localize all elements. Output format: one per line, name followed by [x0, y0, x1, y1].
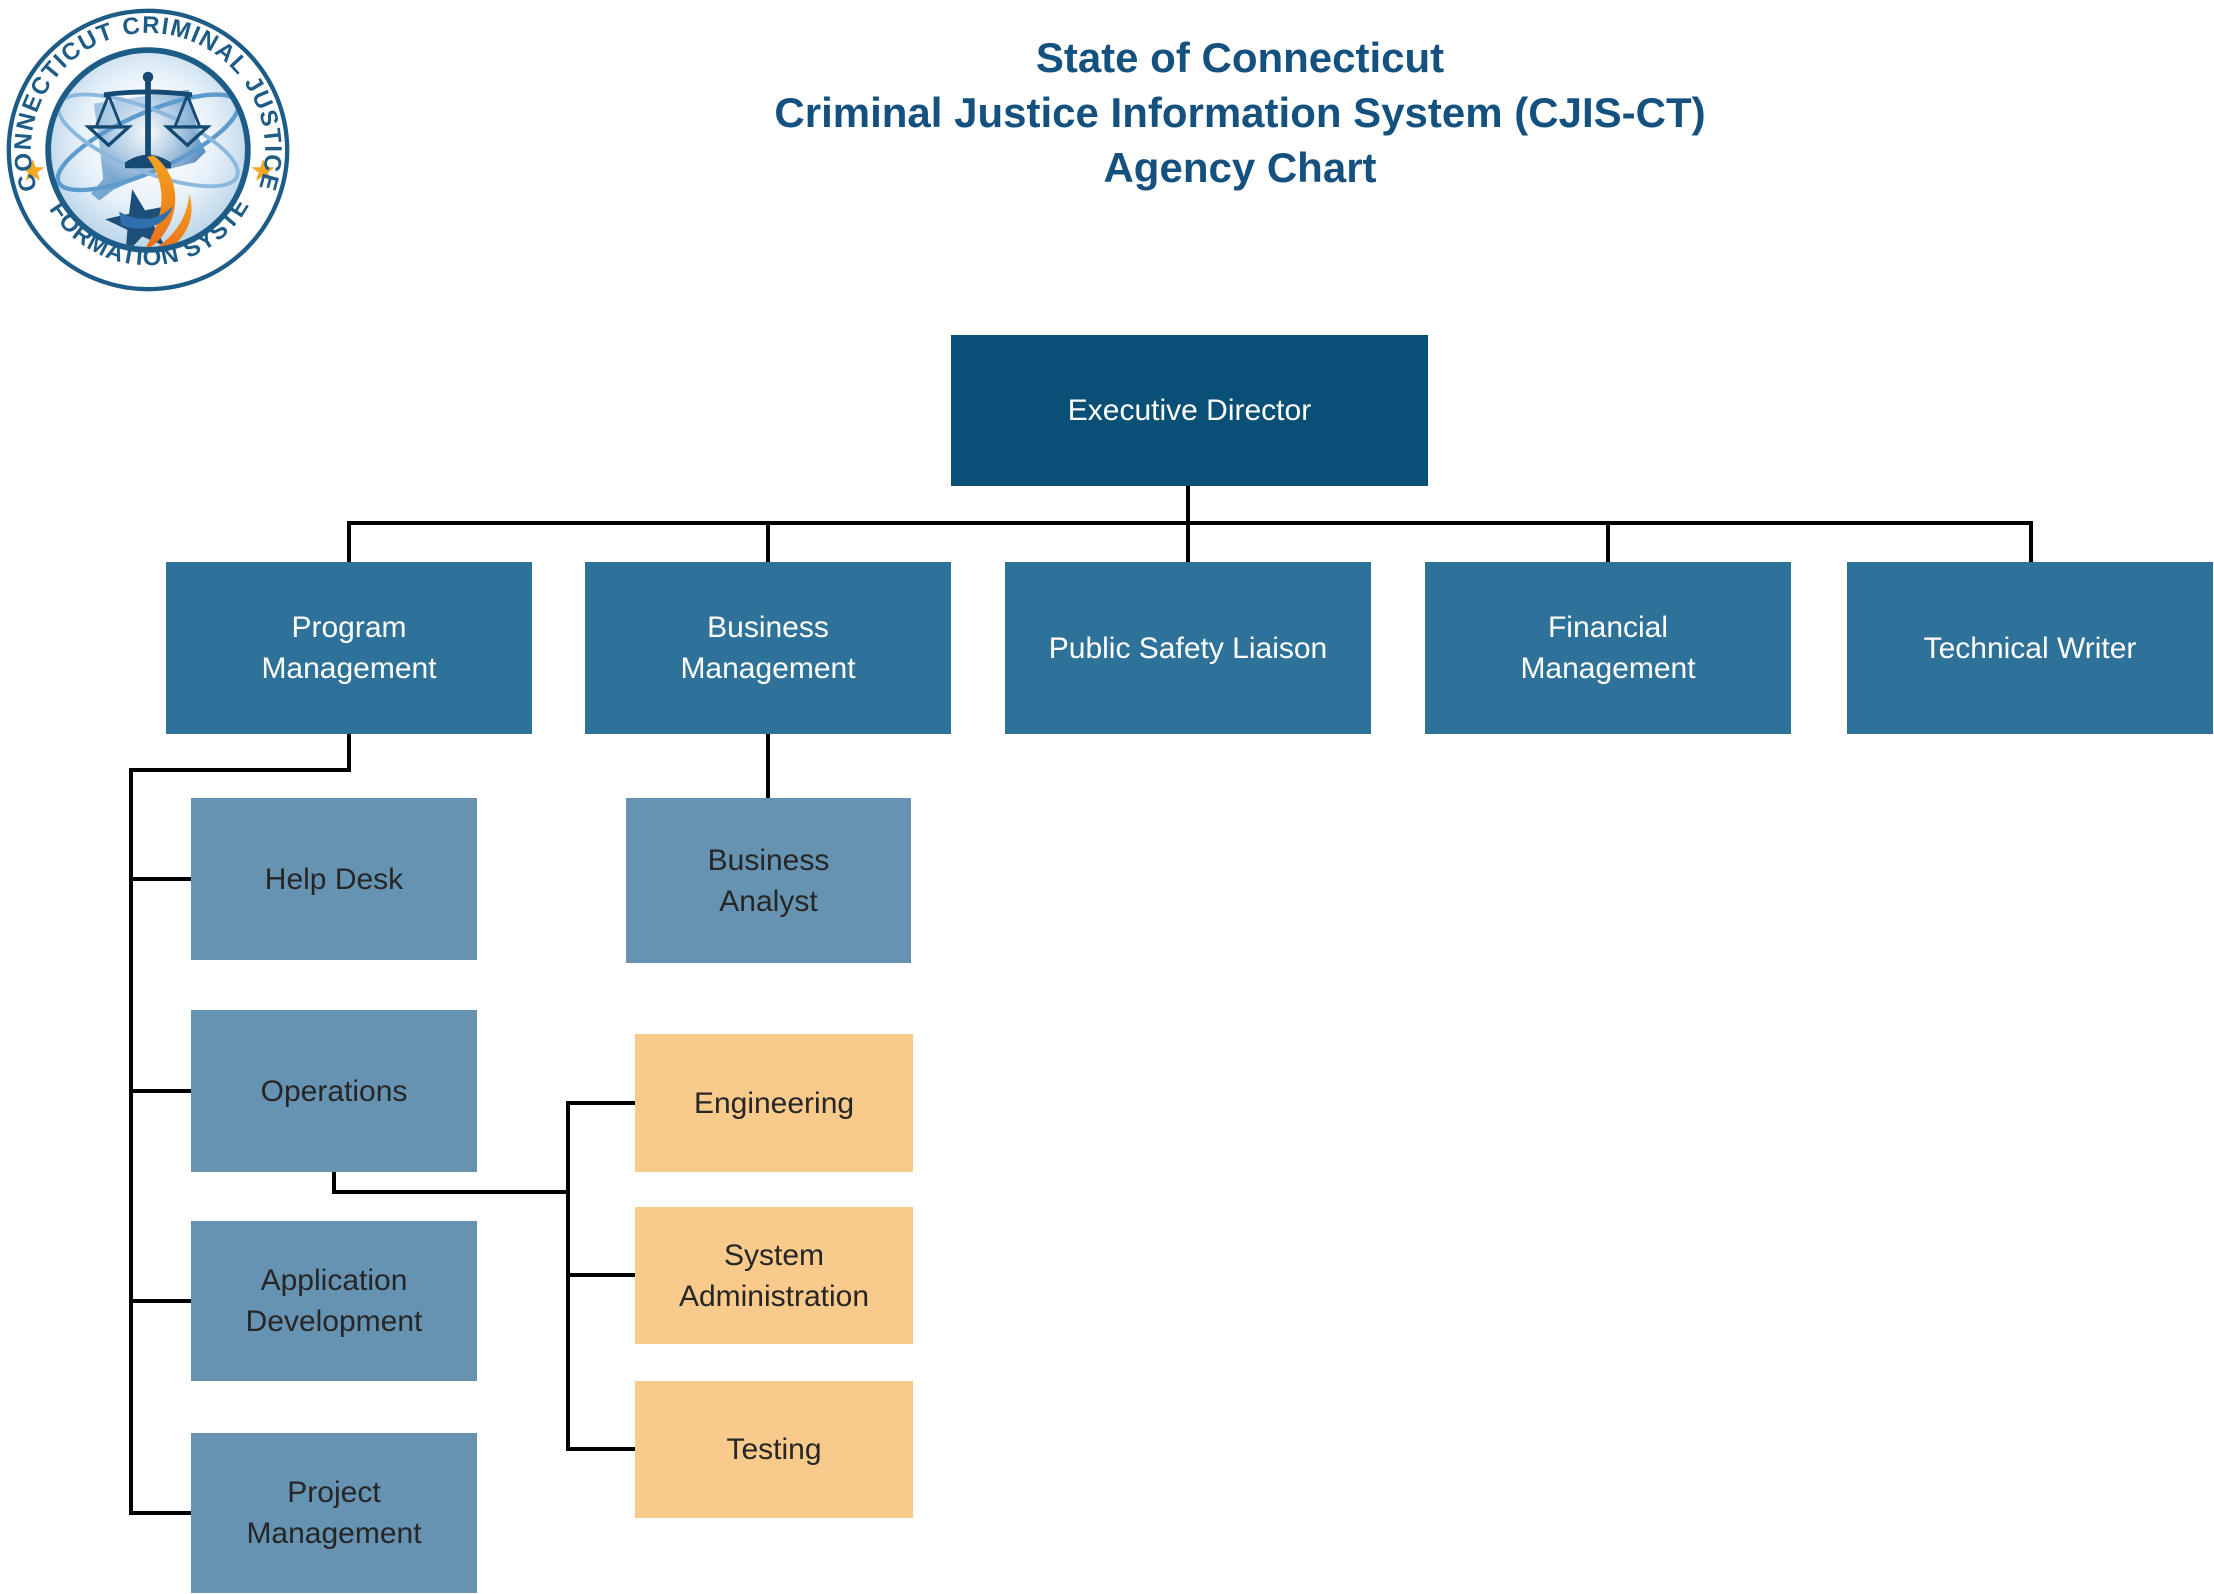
- node-label: Technical Writer: [1923, 631, 2137, 665]
- connector-pm-elbow-horizontal: [129, 768, 351, 772]
- connector-stub-system-administration: [566, 1273, 639, 1277]
- node-system-administration: System Administration: [635, 1207, 913, 1344]
- connector-stub-operations: [129, 1089, 195, 1093]
- node-label: Testing: [726, 1433, 822, 1466]
- node-business-management: Business Management: [585, 562, 951, 734]
- connector-stub-help-desk: [129, 877, 195, 881]
- connector-drop-public-safety-liaison: [1186, 521, 1190, 564]
- node-label: Public Safety Liaison: [1048, 631, 1328, 665]
- connector-pm-trunk: [129, 768, 133, 1515]
- connector-exec-drop: [1186, 486, 1190, 525]
- node-financial-management: Financial Management: [1425, 562, 1791, 734]
- node-operations: Operations: [191, 1010, 477, 1172]
- node-application-development: Application Development: [191, 1221, 477, 1381]
- node-label: Engineering: [693, 1086, 855, 1120]
- connector-pm-elbow-vertical: [347, 734, 351, 772]
- connector-drop-technical-writer: [2029, 521, 2033, 564]
- node-label: Application Development: [245, 1264, 423, 1338]
- node-testing: Testing: [635, 1381, 913, 1518]
- node-label: Help Desk: [264, 862, 404, 896]
- connector-stub-project-management: [129, 1511, 195, 1515]
- star-swoosh-icon: [100, 155, 192, 247]
- scales-of-justice-icon: [84, 71, 212, 169]
- node-label: Project Management: [246, 1476, 422, 1550]
- connector-stub-application-development: [129, 1299, 195, 1303]
- node-label: Executive Director: [1067, 394, 1312, 427]
- connector-drop-program-management: [347, 521, 351, 564]
- node-label: Business Management: [680, 611, 856, 685]
- node-program-management: Program Management: [166, 562, 532, 734]
- connector-operations-elbow-horizontal: [332, 1190, 570, 1194]
- page-title: State of Connecticut Criminal Justice In…: [507, 30, 1973, 195]
- node-technical-writer: Technical Writer: [1847, 562, 2213, 734]
- connector-level2-horizontal: [347, 521, 2033, 525]
- node-project-management: Project Management: [191, 1433, 477, 1593]
- connector-operations-elbow-vertical: [332, 1172, 336, 1194]
- title-line-2: Criminal Justice Information System (CJI…: [774, 89, 1706, 136]
- node-business-analyst: Business Analyst: [626, 798, 911, 963]
- connector-drop-business-management: [766, 521, 770, 564]
- connector-stub-engineering: [566, 1101, 639, 1105]
- title-line-1: State of Connecticut: [1035, 34, 1445, 81]
- node-label: Business Analyst: [707, 843, 830, 918]
- connector-bm-to-business-analyst: [766, 734, 770, 800]
- node-label: Financial Management: [1520, 611, 1696, 685]
- cjis-seal-logo: CONNECTICUT CRIMINAL JUSTICE INFORMATION…: [4, 6, 290, 292]
- node-label: Program Management: [261, 611, 437, 685]
- connector-drop-financial-management: [1606, 521, 1610, 564]
- node-executive-director: Executive Director: [951, 335, 1428, 486]
- node-label: Operations: [260, 1074, 408, 1108]
- title-line-3: Agency Chart: [1103, 144, 1377, 191]
- node-help-desk: Help Desk: [191, 798, 477, 960]
- node-engineering: Engineering: [635, 1034, 913, 1172]
- node-public-safety-liaison: Public Safety Liaison: [1005, 562, 1371, 734]
- node-label: System Administration: [678, 1238, 870, 1313]
- connector-stub-testing: [566, 1447, 639, 1451]
